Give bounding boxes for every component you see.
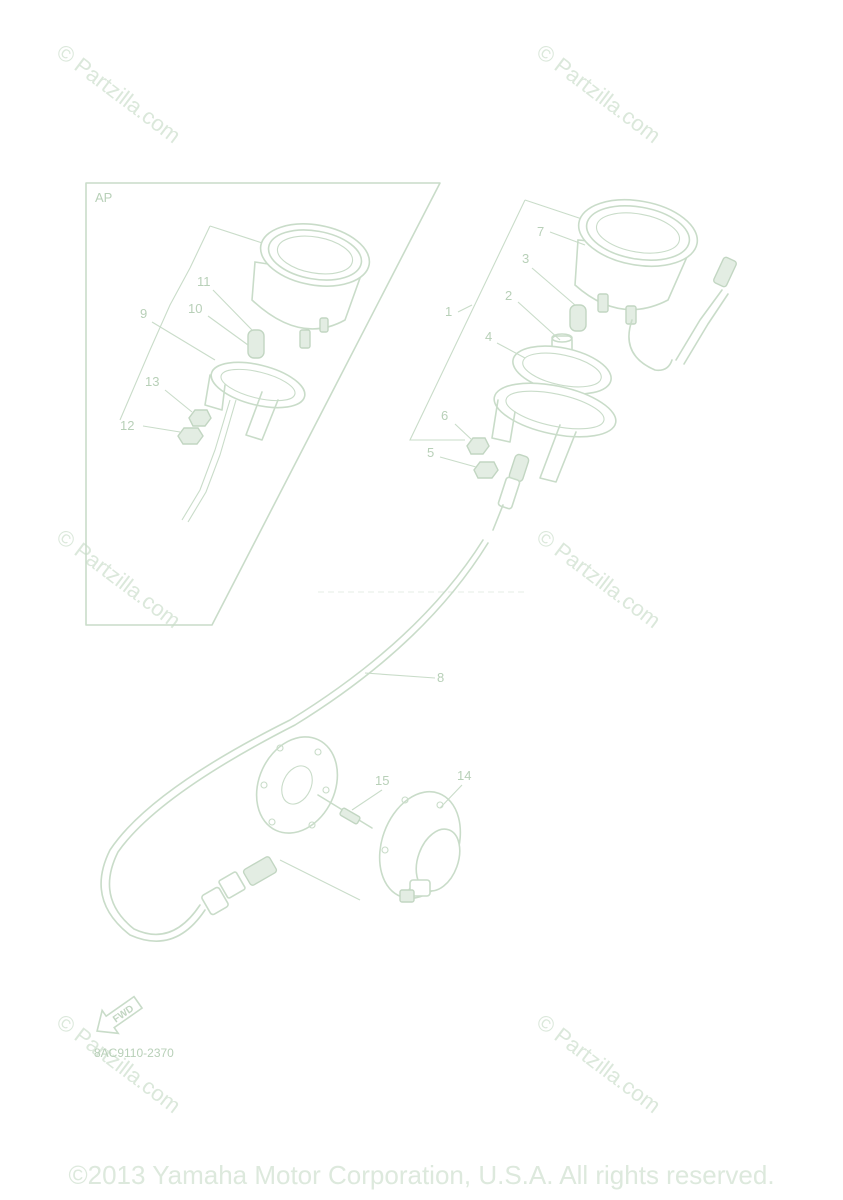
watermark-middle-right: © Partzilla.com [532, 524, 665, 633]
speedometer-cable: 8 [100, 539, 489, 942]
speedometer-gear-unit: 15 14 [255, 736, 471, 903]
callout-10: 10 [188, 301, 202, 316]
watermarks: © Partzilla.com © Partzilla.com © Partzi… [52, 39, 665, 1118]
copyright-notice: ©2013 Yamaha Motor Corporation, U.S.A. A… [68, 1160, 775, 1190]
inset-bulb [247, 329, 265, 359]
callout-1: 1 [445, 304, 452, 319]
cable-gear-leader [279, 859, 361, 901]
inset-bracket-top [189, 225, 211, 269]
bulb [569, 304, 587, 332]
clutch-plate [255, 736, 339, 834]
harness-connector [713, 256, 737, 288]
inset-frame [85, 182, 441, 626]
meter-housing [491, 345, 617, 483]
callout-4: 4 [485, 329, 492, 344]
nut [473, 461, 499, 479]
diagram-code: 8AC9110-2370 [94, 1046, 174, 1060]
callout-14: 14 [457, 768, 471, 783]
inset-wire [181, 399, 231, 521]
watermark-top-left: © Partzilla.com [52, 39, 185, 148]
speedometer [574, 199, 699, 325]
gear-housing [378, 790, 462, 903]
callout-12: 12 [120, 418, 134, 433]
callout-7: 7 [537, 224, 544, 239]
harness [675, 289, 723, 361]
inset-speedometer [251, 223, 371, 349]
callout-8: 8 [437, 670, 444, 685]
inset-ap: AP 11 10 [85, 182, 441, 626]
callout-9: 9 [140, 306, 147, 321]
inset-nut [177, 427, 204, 445]
drive-gear [317, 794, 373, 829]
callout-15: 15 [375, 773, 389, 788]
callout-5: 5 [427, 445, 434, 460]
watermark-middle-left: © Partzilla.com [52, 524, 185, 633]
callout-2: 2 [505, 288, 512, 303]
main-assembly: 7 3 2 1 4 6 5 [409, 199, 737, 531]
inset-washer [188, 409, 212, 427]
callout-11: 11 [197, 274, 211, 289]
inset-bracket-side [119, 267, 191, 421]
group-bracket [409, 199, 526, 441]
washer [466, 437, 490, 455]
watermark-top-right: © Partzilla.com [532, 39, 665, 148]
inset-label: AP [95, 190, 112, 205]
cable-upper-end [492, 453, 530, 531]
callout-13: 13 [145, 374, 159, 389]
cable-lower-end [201, 856, 278, 916]
callout-3: 3 [522, 251, 529, 266]
watermark-bottom-right: © Partzilla.com [532, 1009, 665, 1118]
meter-wire [628, 319, 673, 372]
inset-bracket [204, 361, 306, 441]
callout-6: 6 [441, 408, 448, 423]
